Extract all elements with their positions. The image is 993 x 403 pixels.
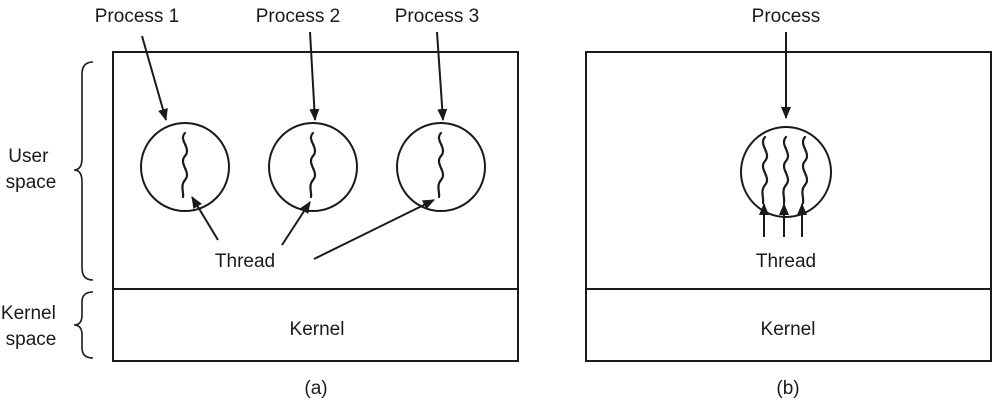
thread-wave-3 bbox=[437, 131, 445, 199]
user-space-box-a bbox=[112, 51, 519, 290]
thread-arrow-3 bbox=[313, 199, 435, 260]
process-circle-b bbox=[740, 126, 832, 218]
kernel-space-label: Kernel space bbox=[1, 303, 61, 350]
thread-wave-b1 bbox=[761, 135, 769, 205]
process-2-circle bbox=[268, 122, 358, 212]
process-1-arrow bbox=[141, 35, 168, 121]
process-1-label: Process 1 bbox=[95, 6, 179, 27]
process-3-arrow bbox=[436, 31, 448, 121]
thread-wave-b2 bbox=[782, 135, 790, 205]
kernel-box-b bbox=[585, 288, 992, 362]
thread-label-a: Thread bbox=[215, 251, 275, 272]
kernel-box-a bbox=[112, 288, 519, 362]
process-1-circle bbox=[140, 122, 230, 212]
diagram-a: Process 1 Process 2 Process 3 Thread Ker… bbox=[95, 6, 519, 399]
diagram-b: Process Thread Kernel (b) bbox=[585, 6, 992, 399]
process-label-b: Process bbox=[752, 6, 821, 27]
thread-arrow-1 bbox=[191, 196, 219, 241]
thread-wave-1 bbox=[181, 131, 189, 199]
caption-b: (b) bbox=[776, 378, 799, 399]
user-space-label: User space bbox=[6, 146, 57, 193]
kernel-label-b: Kernel bbox=[761, 319, 816, 340]
kernel-label-a: Kernel bbox=[290, 319, 345, 340]
thread-label-b: Thread bbox=[756, 251, 816, 272]
user-space-brace bbox=[73, 61, 94, 281]
process-3-circle bbox=[396, 122, 486, 212]
process-2-label: Process 2 bbox=[256, 6, 340, 27]
thread-arrow-2 bbox=[281, 201, 311, 246]
process-3-label: Process 3 bbox=[395, 6, 479, 27]
thread-wave-b3 bbox=[801, 135, 809, 205]
caption-a: (a) bbox=[304, 378, 327, 399]
process-2-arrow bbox=[309, 31, 320, 121]
kernel-space-brace bbox=[73, 291, 94, 359]
thread-wave-2 bbox=[309, 131, 317, 199]
